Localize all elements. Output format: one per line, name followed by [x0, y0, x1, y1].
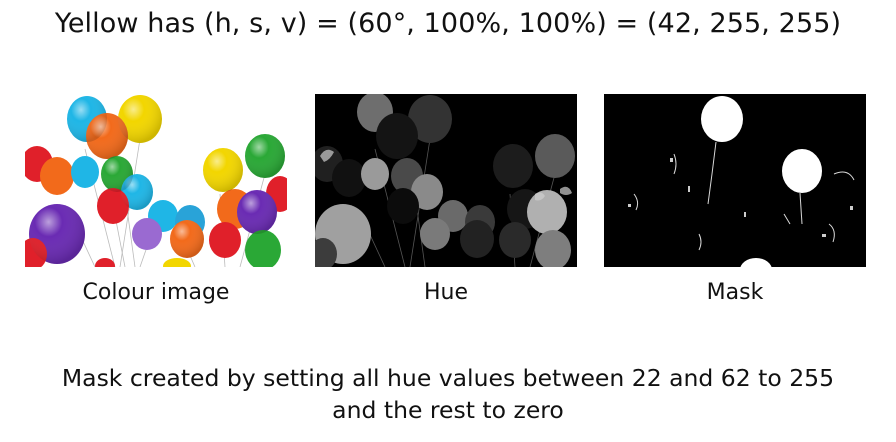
caption-mask: Mask: [706, 280, 764, 305]
footer-text: Mask created by setting all hue values b…: [0, 362, 896, 426]
caption-hue: Hue: [423, 280, 469, 305]
mask-blob-bottom: [740, 258, 772, 267]
caption-colour-image: Colour image: [82, 280, 230, 305]
balloons-yellow-mask: [604, 94, 866, 267]
slide-title: Yellow has (h, s, v) = (60°, 100%, 100%)…: [54, 8, 842, 39]
hue-image: [315, 94, 577, 267]
colour-image: [25, 94, 287, 267]
balloons-colour-photo: [25, 94, 287, 267]
mask-blob-top: [701, 96, 743, 142]
balloons-hue-channel: [315, 94, 577, 267]
mask-image: [604, 94, 866, 267]
footer-line-2: and the rest to zero: [332, 396, 564, 424]
footer-line-1: Mask created by setting all hue values b…: [61, 364, 835, 392]
mask-blob-right: [782, 149, 822, 193]
